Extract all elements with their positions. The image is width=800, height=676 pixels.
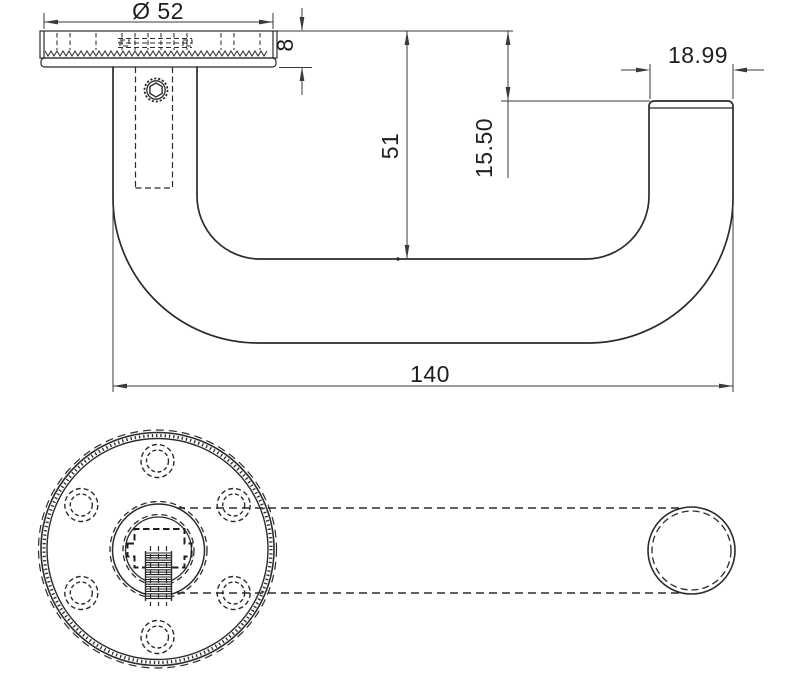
lever-end-hidden xyxy=(651,510,732,591)
dim-rose-diameter: Ø 52 xyxy=(43,0,274,29)
set-screw-knurl xyxy=(143,77,169,103)
bolt-hole xyxy=(64,575,99,611)
spindle-hole-hidden-outline xyxy=(134,67,174,189)
bolt-hole xyxy=(145,449,170,473)
bolt-hole-pattern xyxy=(64,443,251,655)
bolt-hole xyxy=(69,581,94,605)
handle-outline xyxy=(112,66,734,344)
dim-tip-offset: 15.50 xyxy=(471,31,650,178)
rose-knurl-ring xyxy=(42,433,273,665)
bolt-hole xyxy=(69,493,94,517)
bolt-hole xyxy=(140,619,175,655)
dim-tip-diameter-label: 18.99 xyxy=(668,42,728,68)
lever-bar-hidden-lines xyxy=(177,507,679,594)
rose-inner-edge xyxy=(46,437,269,661)
rose-hidden-edge xyxy=(37,429,278,669)
boss-hidden-edge xyxy=(109,500,208,600)
bolt-hole xyxy=(216,487,251,523)
dim-rose-diameter-label: Ø 52 xyxy=(132,0,184,24)
set-screw xyxy=(143,77,169,103)
bolt-hole xyxy=(64,487,99,523)
spindle-square-hidden xyxy=(126,528,193,569)
rose-face xyxy=(37,429,278,669)
dim-handle-drop-label: 51 xyxy=(377,133,403,160)
dim-overall-length-label: 140 xyxy=(410,361,450,387)
bolt-hole xyxy=(145,625,170,649)
rose-outer-edge xyxy=(40,431,275,667)
dim-tip-diameter: 18.99 xyxy=(621,42,764,99)
bolt-hole xyxy=(140,443,175,479)
dim-rose-thickness-label: 8 xyxy=(272,38,298,51)
dim-handle-drop: 51 xyxy=(377,31,410,259)
spindle-hidden-detail xyxy=(118,37,193,49)
dim-rose-thickness: 8 xyxy=(272,8,312,95)
grub-screw-thread xyxy=(144,546,173,606)
hex-socket-icon xyxy=(149,82,163,98)
rose-plate-hidden-segments xyxy=(56,33,261,50)
centre-boss xyxy=(109,500,208,606)
lever-end-circle xyxy=(647,506,736,595)
dim-overall-length: 140 xyxy=(112,204,734,392)
centerline-dot xyxy=(396,257,400,261)
rose-plate-side xyxy=(39,30,278,68)
set-screw-head xyxy=(146,80,166,100)
rose-plate-flange xyxy=(40,57,277,68)
dim-tip-offset-label: 15.50 xyxy=(471,118,497,178)
plan-view xyxy=(37,429,736,669)
lever-end-outer xyxy=(647,506,736,595)
side-view: Ø 52 8 51 15.50 xyxy=(39,0,764,392)
bolt-hole xyxy=(221,493,246,517)
rose-plate-serration xyxy=(44,50,268,57)
